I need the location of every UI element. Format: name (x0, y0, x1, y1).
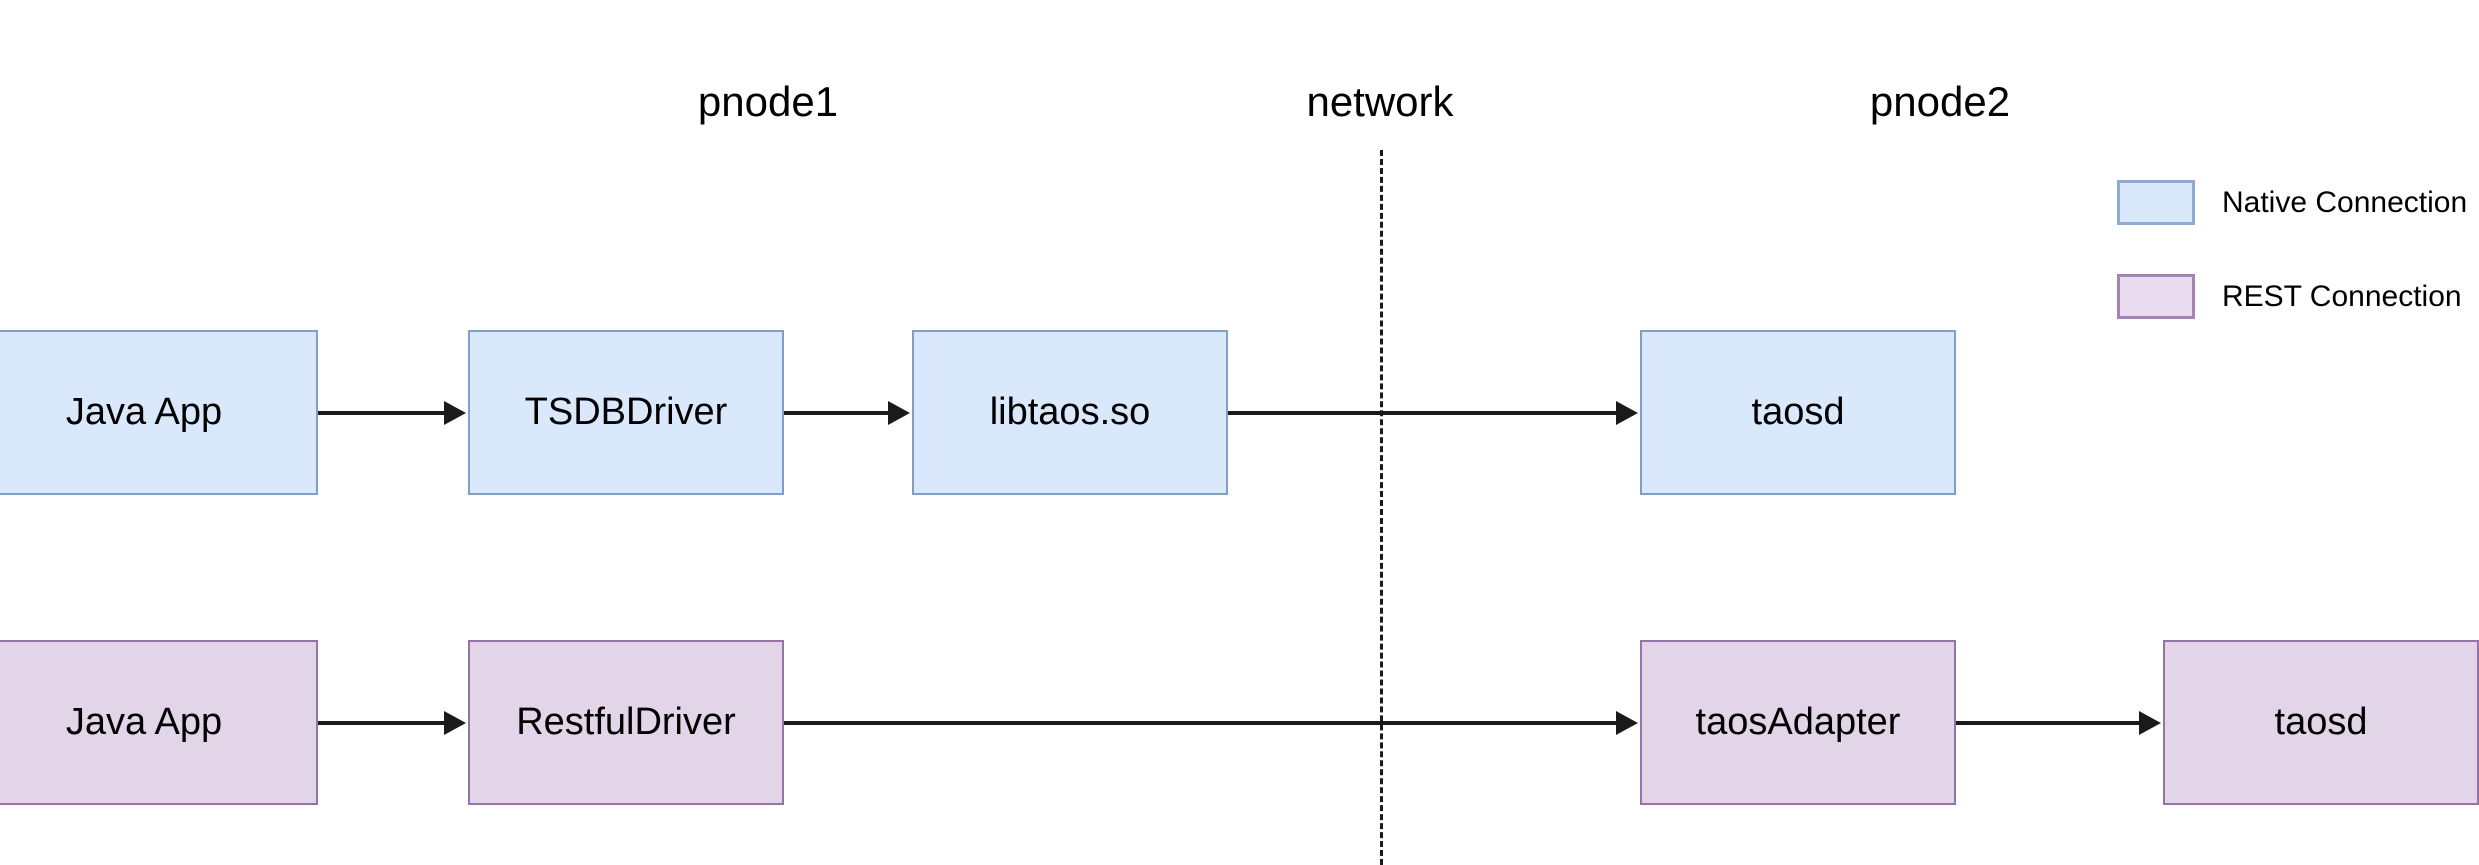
node-taosd-rest[interactable]: taosd (2163, 640, 2479, 805)
legend-label-rest: REST Connection (2222, 279, 2462, 313)
node-taosadapter[interactable]: taosAdapter (1640, 640, 1956, 805)
section-title-pnode1: pnode1 (697, 78, 839, 125)
arrowhead-taosd-rest (2139, 711, 2161, 735)
arrow-tsdbdriver-to-libtaos (784, 411, 890, 415)
network-divider (1380, 150, 1383, 865)
arrow-libtaos-to-taosd (1228, 411, 1618, 415)
section-title-pnode2: pnode2 (1869, 78, 2011, 125)
arrowhead-tsdbdriver (444, 401, 466, 425)
arrow-restfuldriver-to-taosadapter (784, 721, 1618, 725)
node-libtaos-so[interactable]: libtaos.so (912, 330, 1228, 495)
legend-swatch-native-icon (2117, 180, 2195, 225)
arrowhead-restfuldriver (444, 711, 466, 735)
arrowhead-taosd-native (1616, 401, 1638, 425)
legend-label-native: Native Connection (2222, 185, 2468, 219)
node-java-app-native[interactable]: Java App (0, 330, 318, 495)
arrow-javaapp-to-restfuldriver (318, 721, 446, 725)
legend-swatch-rest-icon (2117, 274, 2195, 319)
node-restfuldriver[interactable]: RestfulDriver (468, 640, 784, 805)
arrowhead-taosadapter (1616, 711, 1638, 735)
arrow-javaapp-to-tsdbdriver (318, 411, 446, 415)
arrow-taosadapter-to-taosd (1956, 721, 2141, 725)
arrowhead-libtaos (888, 401, 910, 425)
legend-rest-connection: REST Connection (2117, 274, 2462, 319)
legend-native-connection: Native Connection (2117, 180, 2467, 225)
node-java-app-rest[interactable]: Java App (0, 640, 318, 805)
section-title-network: network (1306, 78, 1454, 125)
node-taosd-native[interactable]: taosd (1640, 330, 1956, 495)
node-tsdbdriver[interactable]: TSDBDriver (468, 330, 784, 495)
